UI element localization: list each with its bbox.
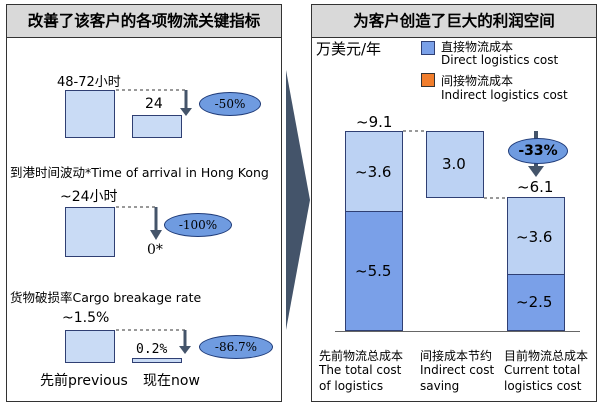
saving-segment	[426, 131, 484, 198]
legend-direct-cn: 直接物流成本	[441, 40, 514, 54]
metric2-prev-label: ~24小时	[60, 189, 118, 205]
now-direct-segment	[507, 274, 565, 331]
left-panel-title: 改善了该客户的各项物流关键指标	[7, 5, 281, 38]
prev-direct-segment	[345, 211, 403, 331]
metric1-arrow-head-icon	[180, 108, 192, 116]
metric3-arrow-head-icon	[179, 346, 191, 354]
metric1-now-bar	[132, 115, 182, 138]
x-label-now: 现在now	[143, 373, 200, 389]
metric2-title: 到港时间波动*Time of arrival in Hong Kong	[10, 165, 269, 180]
total-prev-label: ~9.1	[356, 113, 393, 131]
now-indirect-value: ~3.6	[516, 228, 553, 246]
category-3-en1: Current total	[504, 363, 581, 377]
metric3-title: 货物破损率Cargo breakage rate	[10, 290, 202, 305]
prev-direct-value: ~5.5	[355, 262, 392, 280]
category-2-en1: Indirect cost	[420, 363, 495, 377]
prev-indirect-value: ~3.6	[355, 163, 392, 181]
category-3-cn: 目前物流总成本	[504, 349, 589, 363]
legend-direct-swatch	[421, 41, 435, 55]
metric2-now-value: 0*	[147, 242, 163, 258]
category-1-cn: 先前物流总成本	[319, 349, 404, 363]
chevron-right-icon	[286, 70, 310, 330]
metric3-change-badge: -86.7%	[199, 335, 273, 359]
metric1-prev-label: 48-72小时	[57, 75, 121, 90]
saving-value: 3.0	[442, 155, 466, 173]
metric2-prev-bar	[65, 207, 115, 257]
category-1-en2: of logistics	[319, 379, 384, 393]
left-panel: 改善了该客户的各项物流关键指标	[6, 4, 282, 402]
now-indirect-segment	[507, 197, 565, 275]
metric2-change-badge: -100%	[164, 213, 232, 237]
legend-direct-en: Direct logistics cost	[441, 53, 559, 67]
metric3-now-value: 0.2%	[136, 342, 168, 357]
metric3-now-bar	[132, 358, 182, 363]
legend-indirect-en: Indirect logistics cost	[441, 88, 568, 102]
metric1-change-badge: -50%	[199, 92, 261, 116]
now-direct-value: ~2.5	[516, 293, 553, 311]
prev-indirect-segment	[345, 131, 403, 212]
x-label-previous: 先前previous	[40, 373, 128, 389]
metric3-prev-label: ~1.5%	[62, 310, 110, 326]
total-now-label: ~6.1	[517, 178, 554, 196]
category-1-en1: The total cost	[319, 363, 402, 377]
metric2-arrow-head-icon	[150, 230, 162, 240]
legend-indirect-cn: 间接物流成本	[441, 74, 514, 88]
decrease-arrow-head-icon	[528, 166, 544, 177]
metric1-prev-bar	[65, 90, 115, 138]
unit-label: 万美元/年	[316, 40, 382, 58]
chart-baseline	[335, 331, 580, 332]
category-2-en2: saving	[420, 379, 460, 393]
legend-indirect-swatch	[421, 73, 435, 87]
category-2-cn: 间接成本节约	[420, 349, 493, 363]
category-3-en2: logistics cost	[504, 379, 582, 393]
metric3-prev-bar	[65, 330, 115, 363]
metric1-now-value: 24	[145, 96, 163, 112]
total-change-badge: -33%	[508, 138, 568, 164]
right-panel-title: 为客户创造了巨大的利润空间	[312, 5, 596, 38]
